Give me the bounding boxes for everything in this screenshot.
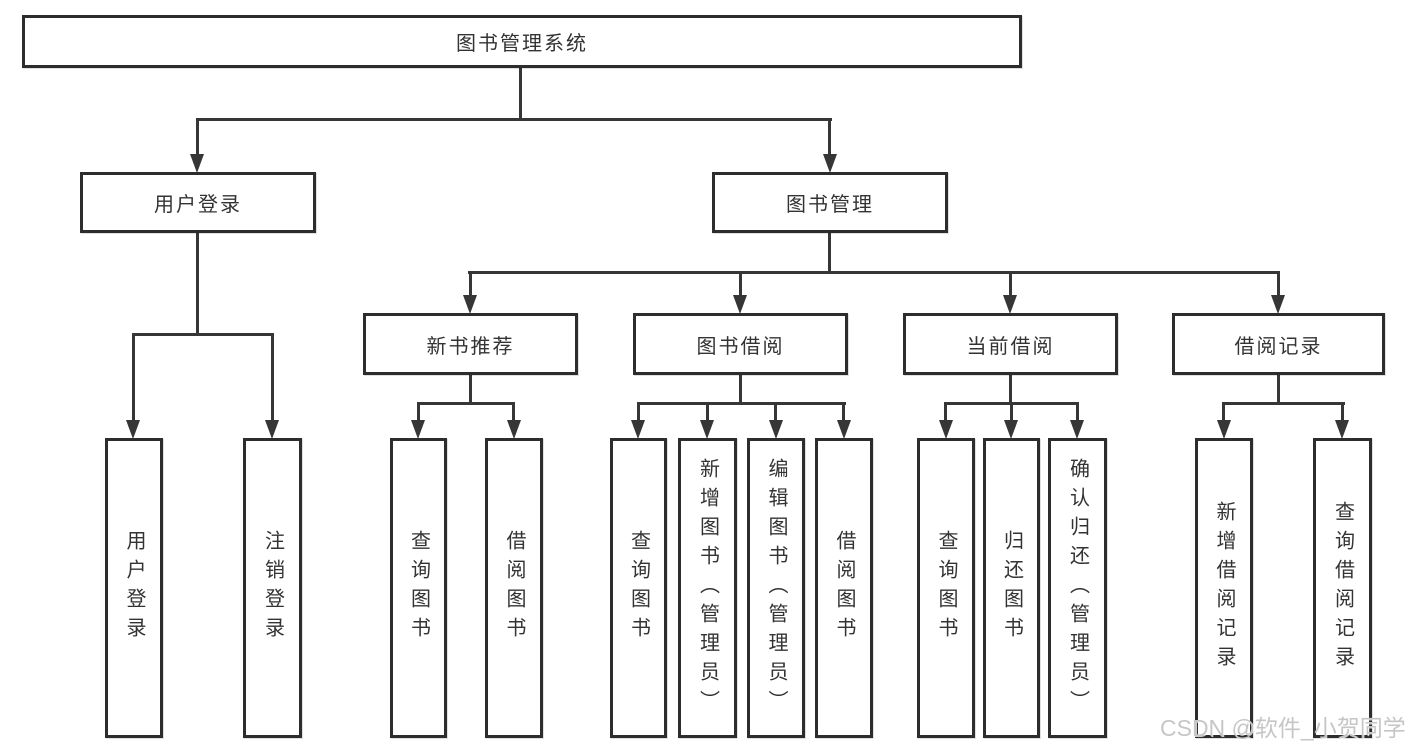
arrowhead-down-icon xyxy=(939,420,953,439)
node-label: 图书管理系统 xyxy=(456,33,588,55)
connector-line xyxy=(842,402,845,420)
arrowhead-down-icon xyxy=(265,420,279,439)
node-label: 新增借阅记录 xyxy=(1213,501,1235,675)
node-label: 借阅图书 xyxy=(833,530,855,646)
arrowhead-down-icon xyxy=(837,420,851,439)
leaf-query-books-borrow: 查询图书 xyxy=(610,438,667,738)
connector-line xyxy=(1222,402,1225,420)
node-label: 新增图书（管理员） xyxy=(696,457,719,719)
connector-line xyxy=(1222,402,1345,405)
connector-line xyxy=(739,375,742,405)
connector-line xyxy=(132,333,135,420)
leaf-confirm-return-admin: 确认归还（管理员） xyxy=(1048,438,1107,738)
connector-line xyxy=(417,402,515,405)
connector-line xyxy=(1009,375,1012,405)
node-label: 查询图书 xyxy=(627,530,650,646)
connector-line xyxy=(196,118,832,121)
arrowhead-down-icon xyxy=(769,420,783,439)
arrowhead-down-icon xyxy=(507,420,521,439)
leaf-user-login: 用户登录 xyxy=(105,438,163,738)
connector-line xyxy=(196,118,199,154)
leaf-add-book-admin: 新增图书（管理员） xyxy=(678,438,737,738)
connector-line xyxy=(828,232,831,274)
connector-line xyxy=(417,402,420,420)
node-new-book-recommendation: 新书推荐 xyxy=(363,313,578,375)
arrowhead-down-icon xyxy=(126,420,140,439)
node-label: 借阅记录 xyxy=(1234,335,1323,358)
node-label: 用户登录 xyxy=(123,530,145,646)
leaf-borrow-books: 借阅图书 xyxy=(815,438,873,738)
connector-line xyxy=(1277,271,1280,295)
leaf-query-books-recommend: 查询图书 xyxy=(390,438,447,738)
arrowhead-down-icon xyxy=(823,154,837,173)
arrowhead-down-icon xyxy=(700,420,714,439)
leaf-borrow-books-recommend: 借阅图书 xyxy=(485,438,543,738)
arrowhead-down-icon xyxy=(1271,295,1285,314)
connector-line xyxy=(1277,375,1280,405)
node-book-management: 图书管理 xyxy=(712,172,948,233)
arrowhead-down-icon xyxy=(1004,420,1018,439)
connector-line xyxy=(519,68,522,120)
connector-line xyxy=(637,402,640,420)
arrowhead-down-icon xyxy=(411,420,425,439)
connector-line xyxy=(1341,402,1344,420)
arrowhead-down-icon xyxy=(1070,420,1084,439)
node-current-borrowing: 当前借阅 xyxy=(903,313,1118,375)
arrowhead-down-icon xyxy=(1003,295,1017,314)
node-label: 归还图书 xyxy=(1000,530,1023,646)
node-label: 编辑图书（管理员） xyxy=(765,457,787,719)
connector-line xyxy=(469,271,472,295)
node-label: 用户登录 xyxy=(154,194,242,216)
node-label: 查询图书 xyxy=(407,530,430,646)
connector-line xyxy=(706,402,709,420)
arrowhead-down-icon xyxy=(190,154,204,173)
connector-line xyxy=(132,333,274,336)
node-label: 新书推荐 xyxy=(426,335,515,358)
arrowhead-down-icon xyxy=(733,295,747,314)
connector-line xyxy=(739,271,742,295)
leaf-add-borrow-record: 新增借阅记录 xyxy=(1195,438,1253,738)
connector-line xyxy=(828,118,831,154)
connector-line xyxy=(196,232,199,335)
node-label: 当前借阅 xyxy=(966,335,1055,358)
connector-line xyxy=(512,402,515,420)
node-label: 查询借阅记录 xyxy=(1331,501,1354,675)
connector-line xyxy=(944,402,947,420)
leaf-logout: 注销登录 xyxy=(243,438,302,738)
connector-line xyxy=(774,402,777,420)
arrowhead-down-icon xyxy=(631,420,645,439)
connector-line xyxy=(1010,402,1013,420)
node-label: 图书管理 xyxy=(786,194,874,216)
node-book-borrowing: 图书借阅 xyxy=(633,313,848,375)
connector-line xyxy=(468,271,1280,274)
leaf-query-books-current: 查询图书 xyxy=(917,438,975,738)
node-label: 确认归还（管理员） xyxy=(1066,457,1089,719)
connector-line xyxy=(469,375,472,405)
arrowhead-down-icon xyxy=(1335,420,1349,439)
arrowhead-down-icon xyxy=(1217,420,1231,439)
node-library-management-system: 图书管理系统 xyxy=(22,15,1022,68)
connector-line xyxy=(637,402,846,405)
csdn-watermark: CSDN @软件_小贺同学 xyxy=(1160,715,1405,741)
connector-line xyxy=(1009,271,1012,295)
node-label: 图书借阅 xyxy=(696,335,785,358)
connector-line xyxy=(1076,402,1079,420)
leaf-return-books: 归还图书 xyxy=(983,438,1040,738)
node-user-login: 用户登录 xyxy=(80,172,316,233)
leaf-edit-book-admin: 编辑图书（管理员） xyxy=(747,438,805,738)
node-label: 查询图书 xyxy=(935,530,957,646)
node-label: 借阅图书 xyxy=(503,530,525,646)
node-label: 注销登录 xyxy=(261,530,284,646)
connector-line xyxy=(271,333,274,420)
leaf-query-borrow-record: 查询借阅记录 xyxy=(1313,438,1372,738)
node-borrowing-records: 借阅记录 xyxy=(1172,313,1385,375)
arrowhead-down-icon xyxy=(463,295,477,314)
